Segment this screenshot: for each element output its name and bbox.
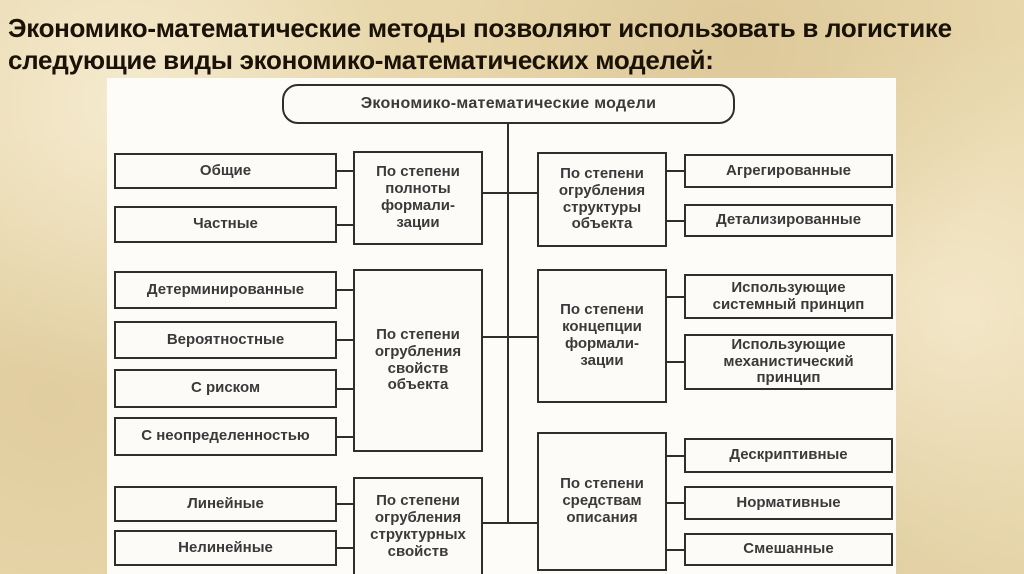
leaf-node: С неопределенностью: [114, 417, 337, 456]
item-connector-line: [335, 170, 355, 172]
category-node: По степени огрубления структурных свойст…: [353, 477, 483, 574]
item-connector-line: [665, 170, 686, 172]
item-connector-line: [335, 388, 355, 390]
leaf-node: Детерминированные: [114, 271, 337, 309]
leaf-node: Смешанные: [684, 533, 893, 566]
leaf-node: Агрегированные: [684, 154, 893, 188]
item-connector-line: [335, 224, 355, 226]
item-connector-line: [665, 361, 686, 363]
item-connector-line: [665, 549, 686, 551]
item-connector-line: [335, 547, 355, 549]
item-connector-line: [665, 220, 686, 222]
item-connector-line: [665, 455, 686, 457]
leaf-node: Линейные: [114, 486, 337, 522]
leaf-node: Нелинейные: [114, 530, 337, 566]
row-connector-line: [480, 336, 539, 338]
category-node: По степени средствам описания: [537, 432, 667, 571]
root-node: Экономико-математические модели: [282, 84, 735, 124]
leaf-node: Общие: [114, 153, 337, 189]
row-connector-line: [480, 522, 539, 524]
leaf-node: Дескриптивные: [684, 438, 893, 473]
row-connector-line: [480, 192, 539, 194]
category-node: По степени огрубления структуры объекта: [537, 152, 667, 247]
item-connector-line: [665, 502, 686, 504]
leaf-node: Нормативные: [684, 486, 893, 520]
item-connector-line: [335, 289, 355, 291]
item-connector-line: [335, 436, 355, 438]
leaf-node: Вероятностные: [114, 321, 337, 359]
slide-title-line-1: Экономико-математические методы позволяю…: [8, 13, 952, 43]
leaf-node: Детализированные: [684, 204, 893, 237]
category-node: По степени огрубления свойств объекта: [353, 269, 483, 452]
item-connector-line: [335, 503, 355, 505]
leaf-node: Использующие системный принцип: [684, 274, 893, 319]
leaf-node: Использующие механистический принцип: [684, 334, 893, 390]
category-node: По степени полноты формали- зации: [353, 151, 483, 245]
slide-title: Экономико-математические методы позволяю…: [8, 12, 1016, 76]
item-connector-line: [335, 339, 355, 341]
item-connector-line: [665, 296, 686, 298]
leaf-node: Частные: [114, 206, 337, 243]
slide-title-line-2: следующие виды экономико-математических …: [8, 45, 714, 75]
category-node: По степени концепции формали- зации: [537, 269, 667, 403]
leaf-node: С риском: [114, 369, 337, 408]
trunk-line: [507, 123, 509, 524]
